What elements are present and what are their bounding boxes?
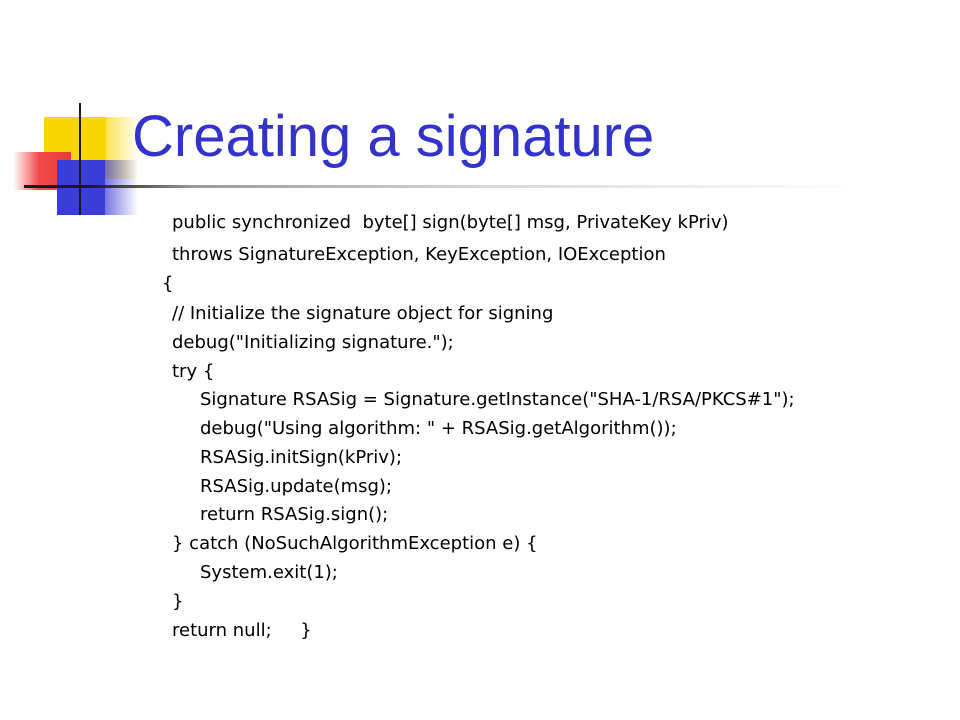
slide-title: Creating a signature <box>132 104 655 169</box>
code-line: debug("Using algorithm: " + RSASig.getAl… <box>200 418 677 439</box>
title-underline-rule <box>24 185 864 188</box>
code-line: } catch (NoSuchAlgorithmException e) { <box>172 533 538 554</box>
code-line: return RSASig.sign(); <box>200 504 389 525</box>
code-line: } <box>172 591 184 612</box>
code-line: return null; } <box>172 620 312 641</box>
code-line: RSASig.initSign(kPriv); <box>200 447 403 468</box>
code-line: throws SignatureException, KeyException,… <box>172 244 666 265</box>
code-line: try { <box>172 361 215 382</box>
code-line: debug("Initializing signature."); <box>172 332 454 353</box>
slide-logo-decoration <box>0 0 140 240</box>
code-line: { <box>162 273 174 294</box>
code-line: public synchronized byte[] sign(byte[] m… <box>172 212 729 233</box>
code-line: System.exit(1); <box>200 562 338 583</box>
vertical-rule <box>79 103 81 215</box>
code-line: // Initialize the signature object for s… <box>172 303 554 324</box>
code-line: Signature RSASig = Signature.getInstance… <box>200 389 795 410</box>
code-line: RSASig.update(msg); <box>200 476 393 497</box>
